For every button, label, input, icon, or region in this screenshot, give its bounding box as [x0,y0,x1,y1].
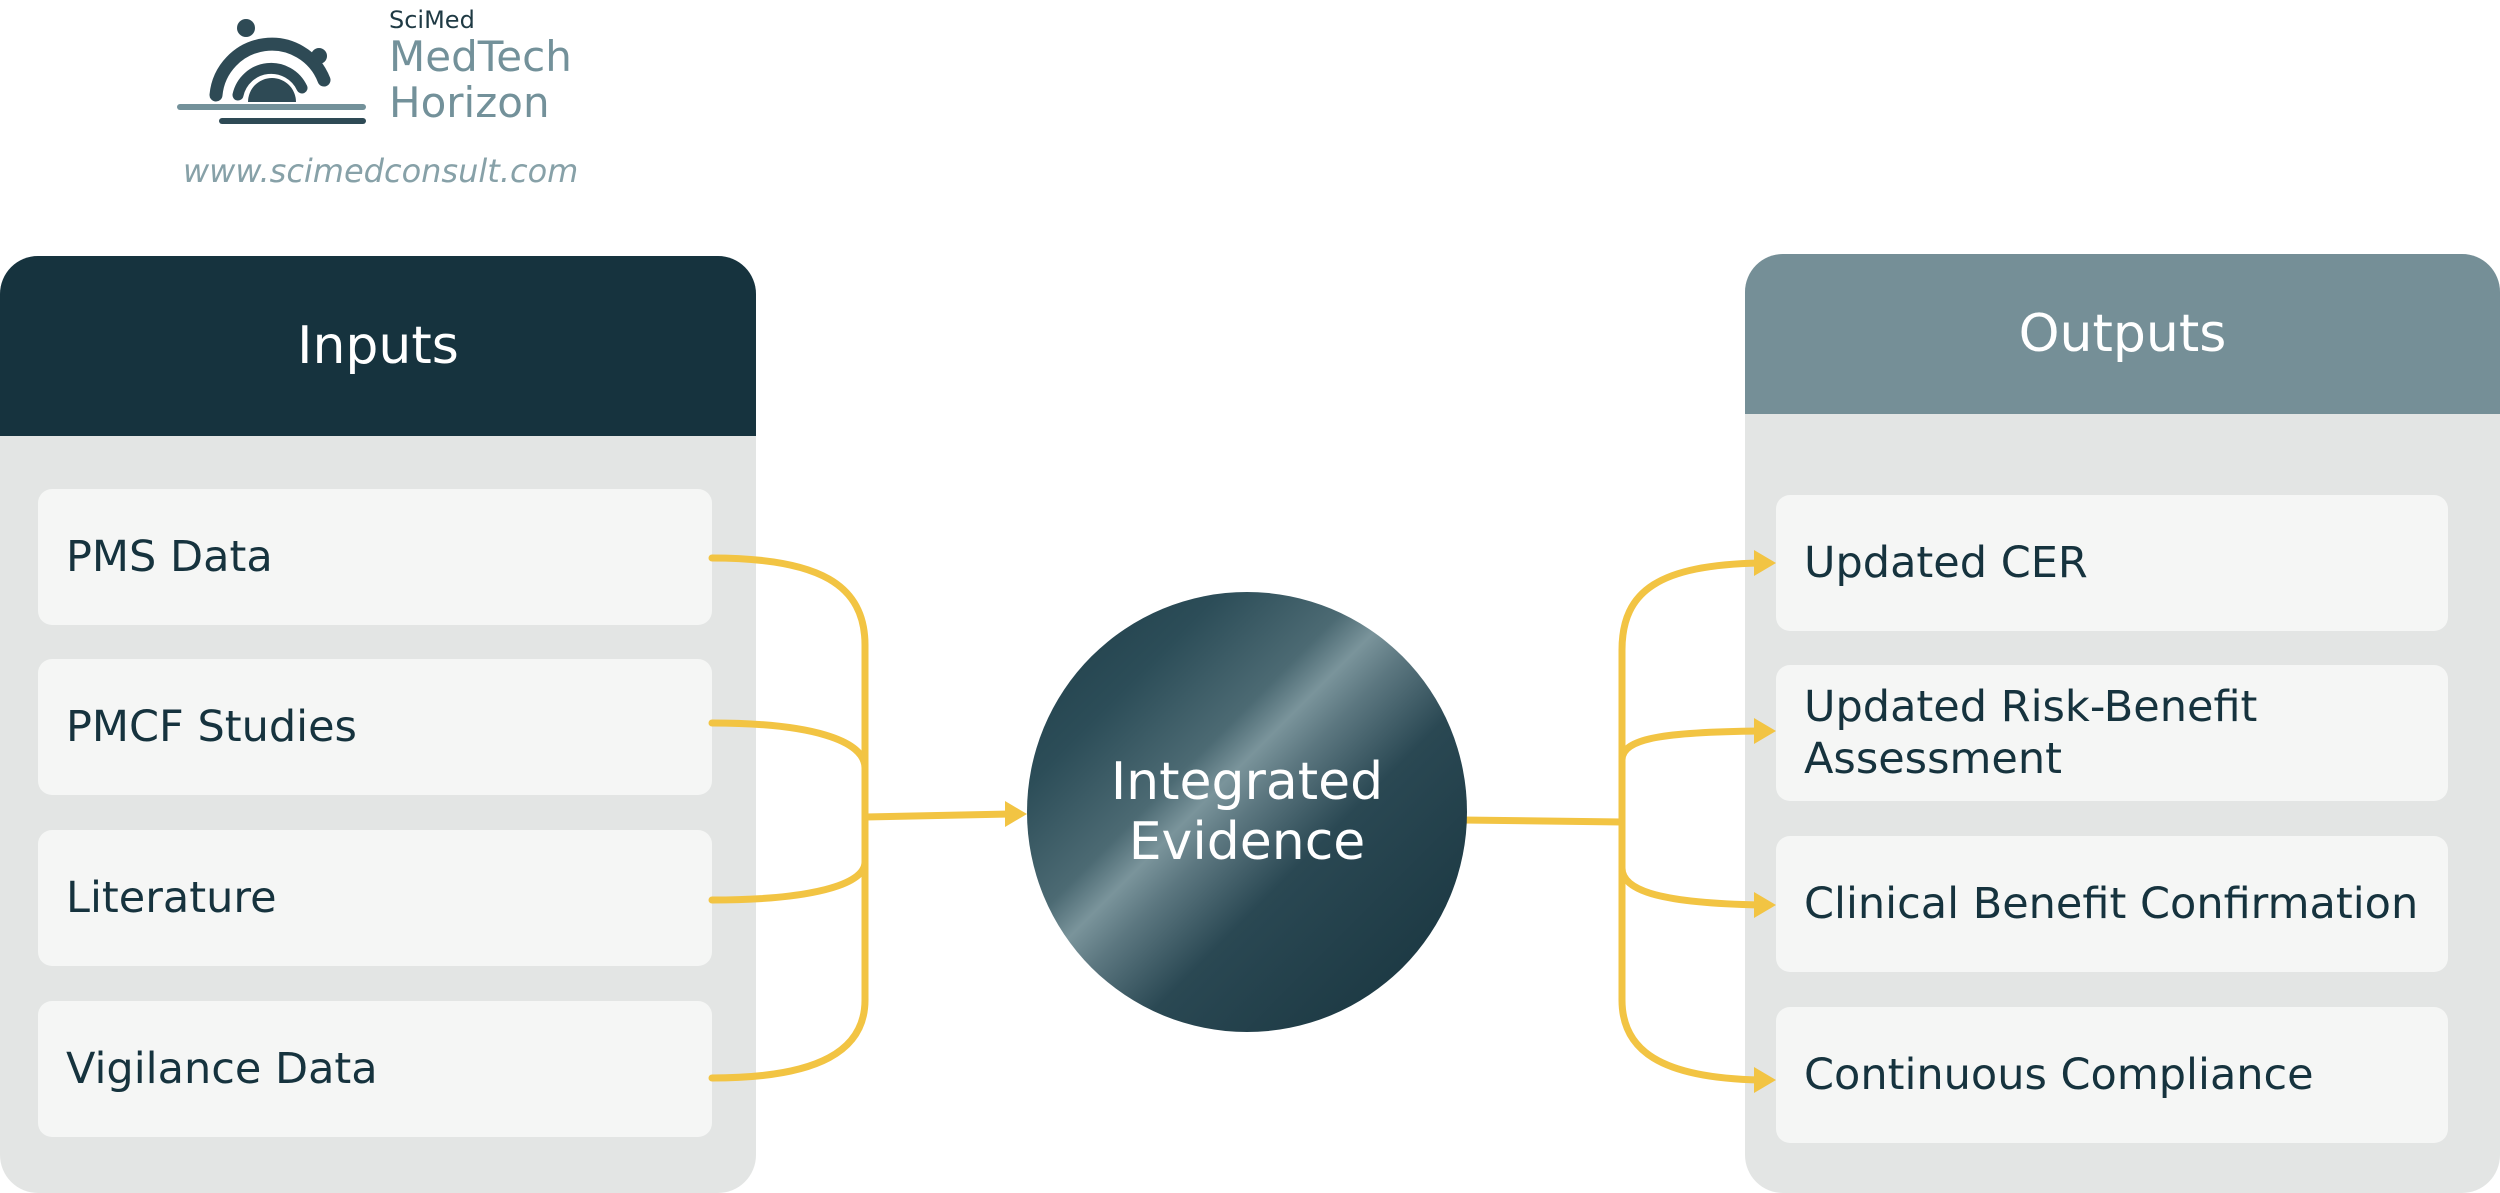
connector-pms-data [708,554,869,1004]
arrowhead-to-center [1005,801,1027,827]
inputs-header: Inputs [0,256,756,436]
center-label-line2: Evidence [1128,812,1366,872]
connector-to-center [861,810,1014,821]
brand-url: www.scimedconsult.com [183,152,579,190]
logo-icon [177,19,366,124]
output-card-continuous-compliance: Continuous Compliance [1776,1007,2448,1143]
output-card-updated-cer: Updated CER [1776,495,2448,631]
inputs-panel: Inputs PMS Data PMCF Studies Literature … [0,256,756,1193]
outputs-header: Outputs [1745,254,2500,414]
connector-vigilance-data [708,996,869,1082]
arrowhead-clinical-benefit [1754,892,1776,918]
connector-clinical-benefit [1618,864,1764,909]
brand-name-line2: Horizon [389,78,550,127]
connector-literature [708,858,869,904]
brand-name-line1: MedTech [389,32,572,81]
input-card-pmcf-studies: PMCF Studies [38,659,712,795]
connector-pmcf-studies [708,719,869,772]
output-card-clinical-benefit: Clinical Benefit Confirmation [1776,836,2448,972]
connector-from-center [1458,816,1626,826]
brand-name: MedTech Horizon [389,34,572,126]
connector-risk-benefit [1618,727,1764,764]
input-card-pms-data: PMS Data [38,489,712,625]
arrowhead-updated-cer [1754,550,1776,576]
input-card-literature: Literature [38,830,712,966]
brand-small-label: SciMed [389,6,475,34]
output-card-risk-benefit: Updated Risk-Benefit Assessment [1776,665,2448,801]
input-card-vigilance-data: Vigilance Data [38,1001,712,1137]
connector-updated-cer [1618,559,1764,1004]
center-label-line1: Integrated [1110,752,1384,812]
arrowhead-continuous-compliance [1754,1067,1776,1093]
outputs-panel: Outputs Updated CER Updated Risk-Benefit… [1745,254,2500,1193]
integrated-evidence-circle: Integrated Evidence [1027,592,1467,1032]
arrowhead-risk-benefit [1754,718,1776,744]
connector-continuous-compliance [1618,996,1764,1084]
